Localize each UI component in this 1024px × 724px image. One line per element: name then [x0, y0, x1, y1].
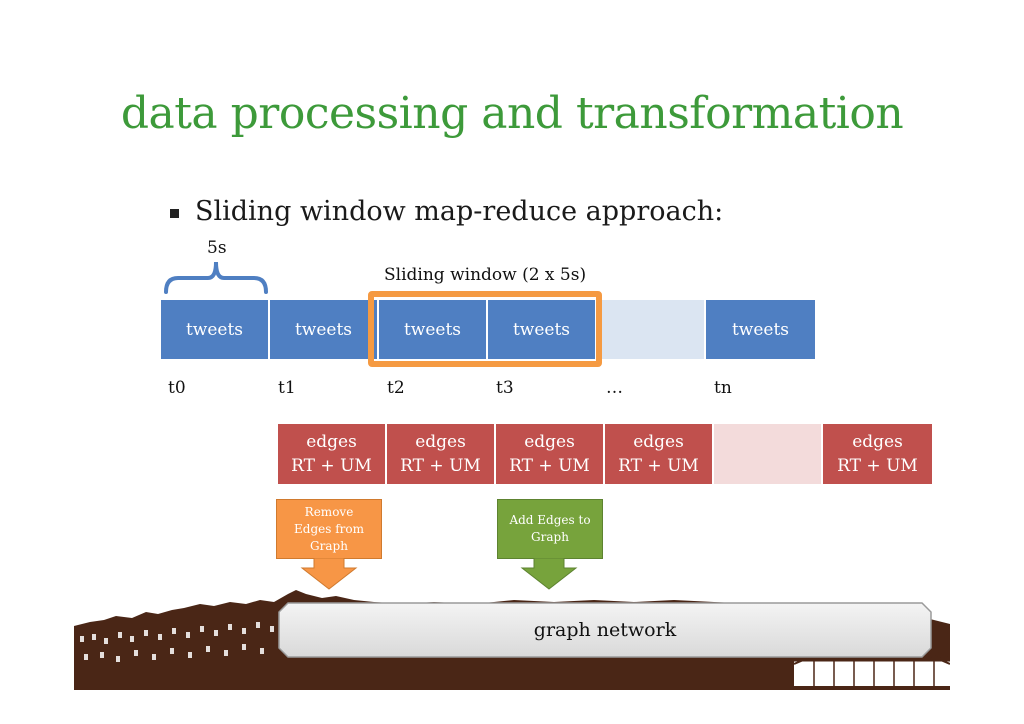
sliding-window-frame	[368, 291, 602, 367]
edges-cell: edges RT + UM	[823, 424, 932, 484]
time-label: t0	[168, 378, 186, 398]
edges-cell-subtitle: RT + UM	[509, 456, 590, 476]
remove-edges-box: Remove Edges from Graph	[276, 499, 382, 559]
tweets-cell: tweets	[270, 300, 377, 359]
edges-cell-empty	[714, 424, 821, 484]
tweets-cell: tweets	[488, 300, 595, 359]
edges-cell-subtitle: RT + UM	[618, 456, 699, 476]
edges-cell-subtitle: RT + UM	[400, 456, 481, 476]
graph-network-banner: graph network	[278, 602, 932, 658]
curly-brace-icon	[164, 261, 268, 294]
graph-network-label: graph network	[533, 619, 677, 641]
remove-line: Graph	[310, 538, 348, 553]
edges-cell: edges RT + UM	[278, 424, 385, 484]
time-label: …	[606, 378, 623, 398]
brace-label: 5s	[207, 238, 227, 258]
arrow-down-icon	[300, 558, 358, 590]
edges-cell-title: edges	[852, 432, 903, 452]
arrow-down-icon	[520, 558, 578, 590]
bullet-text: Sliding window map-reduce approach:	[195, 196, 724, 227]
add-edges-box: Add Edges to Graph	[497, 499, 603, 559]
edges-cell: edges RT + UM	[605, 424, 712, 484]
add-line: Graph	[531, 530, 569, 544]
tweets-cell-empty	[597, 300, 704, 359]
remove-line: Remove	[304, 504, 354, 519]
slide-title: data processing and transformation	[120, 88, 904, 139]
time-label: t2	[387, 378, 405, 398]
tweets-cell: tweets	[706, 300, 815, 359]
edges-cell: edges RT + UM	[387, 424, 494, 484]
edges-cell-subtitle: RT + UM	[837, 456, 918, 476]
time-label: tn	[714, 378, 732, 398]
edges-cell-title: edges	[524, 432, 575, 452]
tweets-cell: tweets	[379, 300, 486, 359]
edges-cell-title: edges	[633, 432, 684, 452]
edges-cell-subtitle: RT + UM	[291, 456, 372, 476]
edges-cell: edges RT + UM	[496, 424, 603, 484]
edges-cell-title: edges	[415, 432, 466, 452]
bullet-square-icon	[170, 209, 179, 218]
tweets-cell: tweets	[161, 300, 268, 359]
bullet-row: Sliding window map-reduce approach:	[170, 196, 723, 227]
sliding-window-label: Sliding window (2 x 5s)	[384, 265, 587, 285]
add-line: Add Edges to	[509, 513, 591, 527]
time-label: t3	[496, 378, 514, 398]
time-label: t1	[278, 378, 296, 398]
banner-shape	[278, 602, 932, 658]
edges-cell-title: edges	[306, 432, 357, 452]
remove-line: Edges from	[294, 521, 364, 536]
